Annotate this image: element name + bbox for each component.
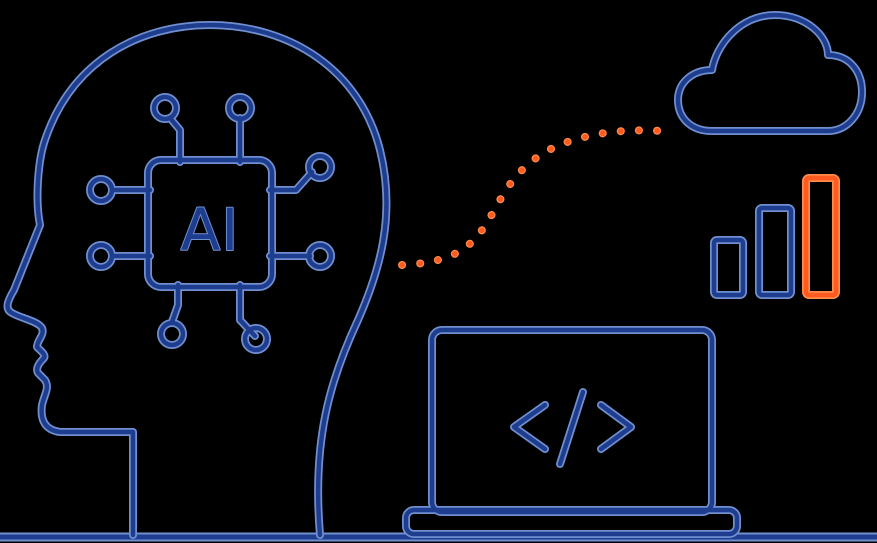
dotted-connector-line xyxy=(398,126,666,269)
chip-label-fill: AI xyxy=(181,196,240,264)
bar-chart-icon xyxy=(710,174,840,299)
chip-label: AI xyxy=(181,196,240,264)
bar-tall-highlight xyxy=(802,174,840,299)
cloud-icon xyxy=(674,11,866,135)
code-brackets-icon xyxy=(510,388,635,468)
bar-medium xyxy=(755,204,795,299)
ai-chip-icon: AI AI xyxy=(86,93,335,354)
bar-small xyxy=(710,236,747,299)
head-profile-icon xyxy=(3,21,391,539)
laptop-icon xyxy=(402,326,741,538)
